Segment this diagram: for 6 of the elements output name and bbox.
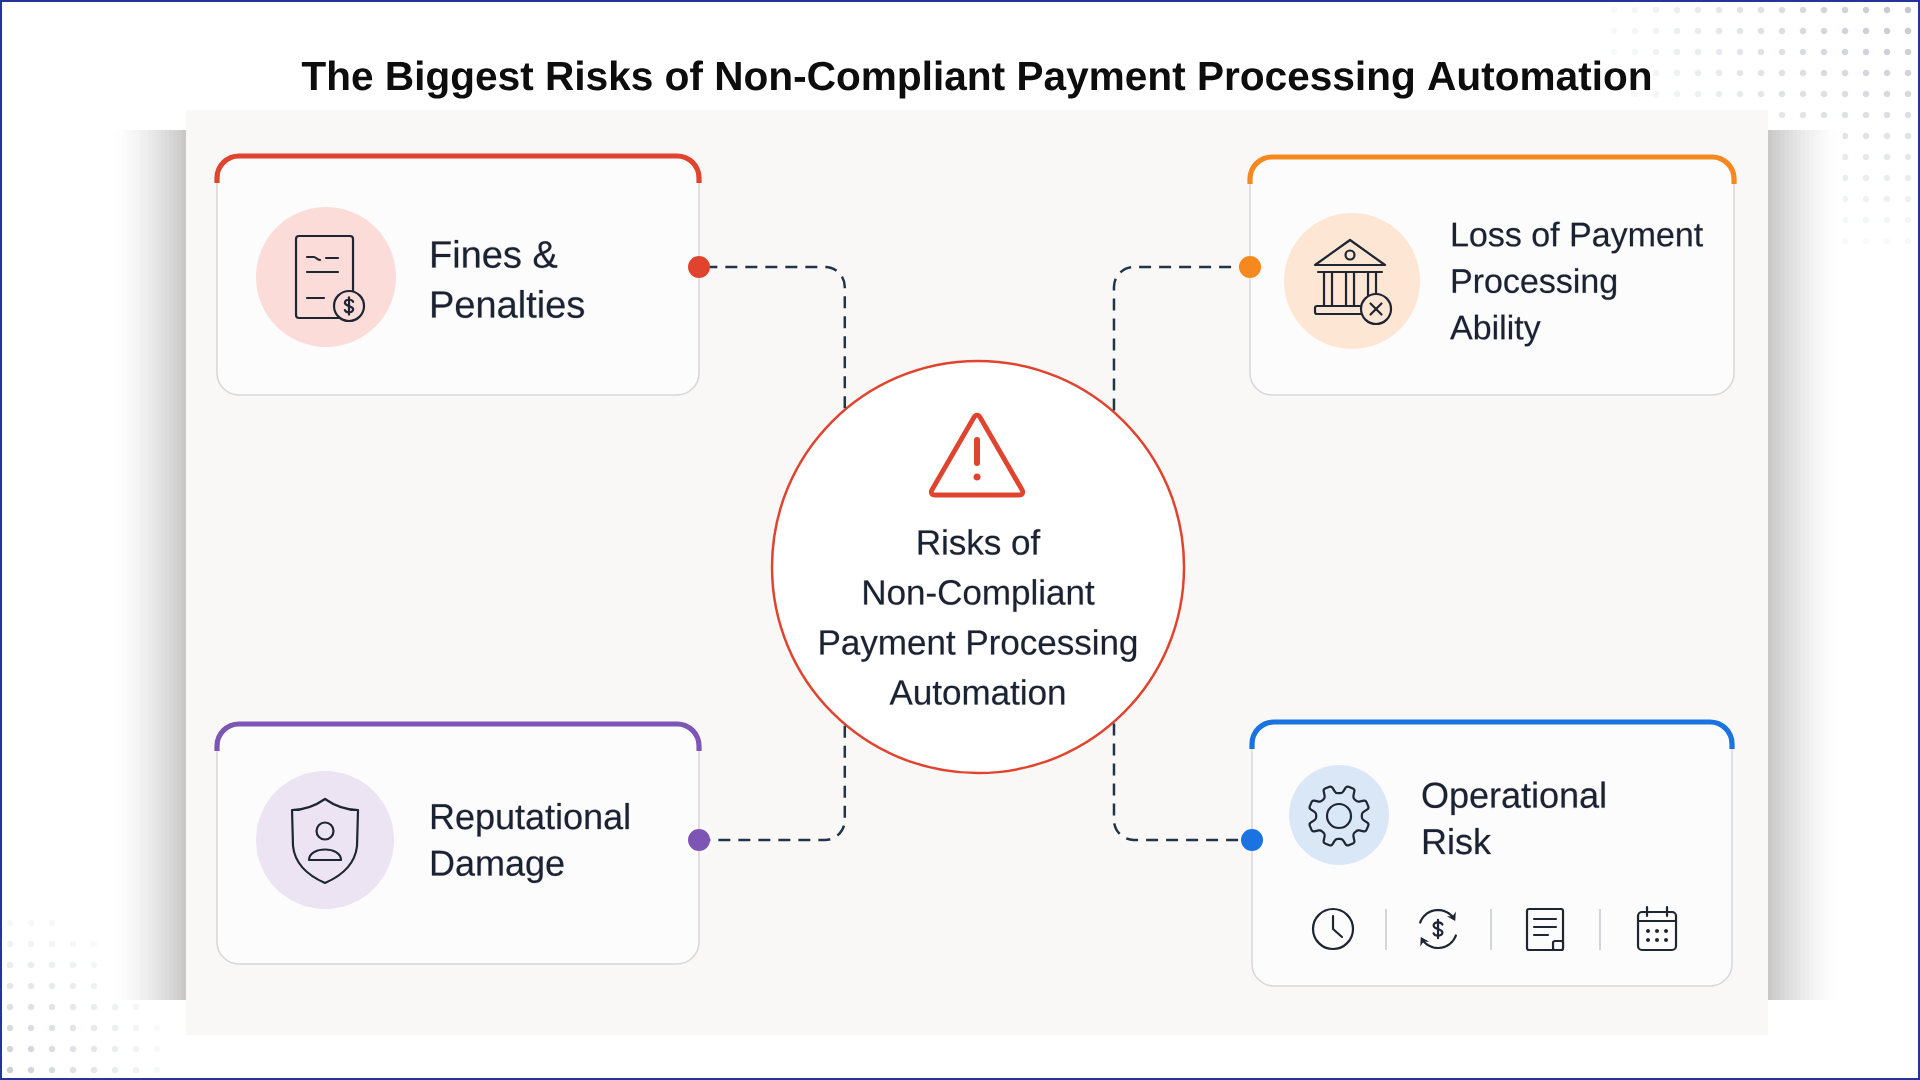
risk-card: Operational Risk [1249, 719, 1735, 987]
connector [1112, 723, 1263, 851]
title: The Biggest Risks of Non-Compliant Payment Processing Automation [301, 60, 1651, 99]
connector [688, 725, 847, 851]
connector [1112, 256, 1261, 411]
connector [688, 256, 847, 409]
